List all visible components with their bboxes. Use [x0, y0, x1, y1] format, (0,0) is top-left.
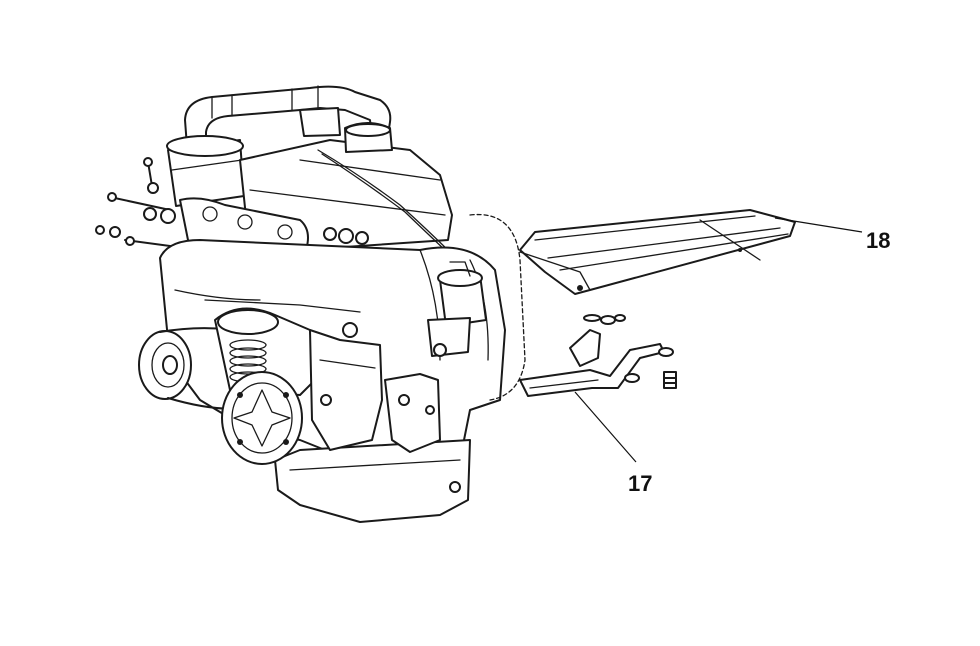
leader-line-17	[574, 391, 637, 463]
timing-cover	[309, 329, 383, 451]
crank-pulley	[138, 330, 192, 400]
engine-mount	[384, 373, 441, 453]
part-17-support-arm	[519, 314, 677, 397]
fan-hub	[221, 371, 303, 465]
water-pump	[214, 307, 316, 396]
air-filter	[166, 135, 245, 207]
callout-label-17: 17	[628, 471, 652, 496]
part-18-tray	[519, 209, 796, 295]
callout-label-18: 18	[866, 228, 890, 253]
callout-17: 17	[574, 391, 652, 496]
distributor	[427, 261, 487, 357]
top-pipe	[184, 85, 392, 161]
oil-sump	[274, 439, 471, 523]
engine-assembly	[95, 85, 526, 523]
leader-line-18	[774, 217, 863, 233]
callout-18: 18	[774, 217, 890, 253]
bellhousing	[469, 213, 526, 401]
bracket-hardware	[569, 314, 677, 389]
